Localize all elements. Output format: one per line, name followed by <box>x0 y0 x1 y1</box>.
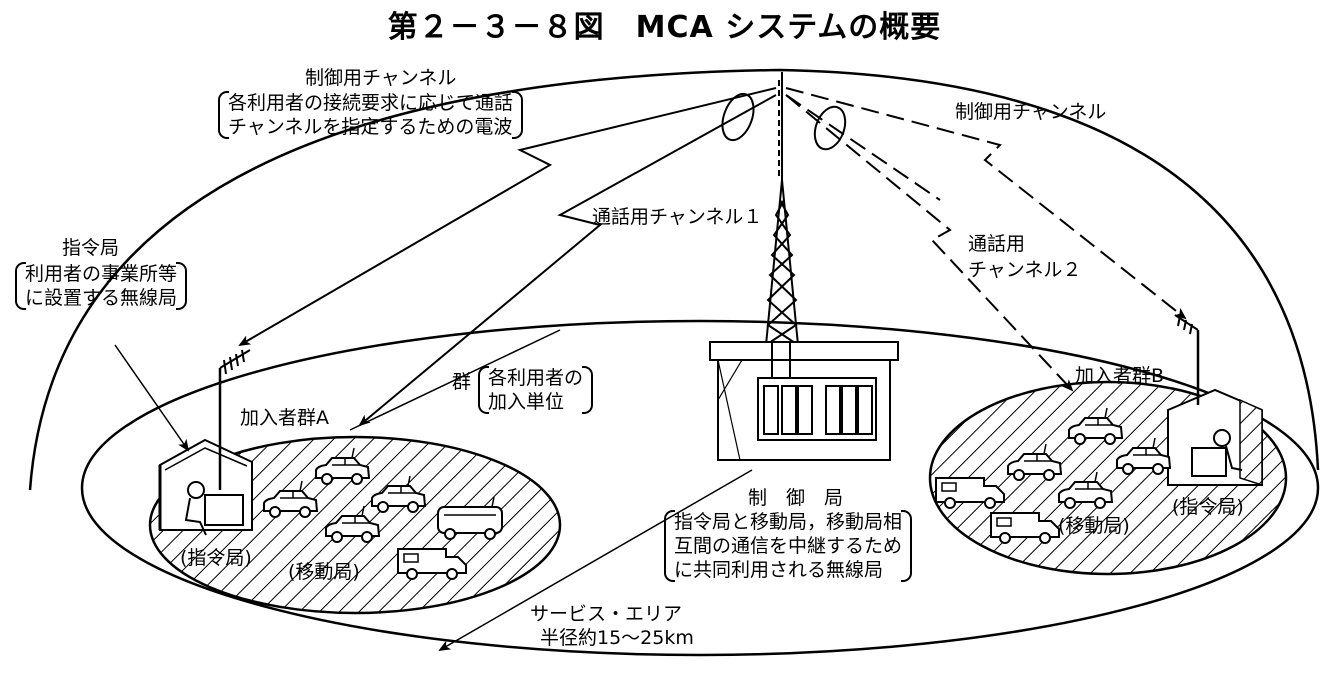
control-station-label: 制 御 局 <box>748 487 844 509</box>
control-station-desc-line3: に共同利用される無線局 <box>674 559 884 581</box>
control-station-tower <box>765 72 799 346</box>
figure-title: 第２－３－８図 MCA システムの概要 <box>387 10 942 45</box>
dispatch-antenna-b <box>1174 314 1199 335</box>
control-channel-right-label: 制御用チャンネル <box>955 101 1107 123</box>
control-station-desc-line2: 互間の通信を中継するため <box>674 535 903 557</box>
service-area-label: サービス・エリア <box>530 603 683 625</box>
dispatch-station-desc: 利用者の事業所等 に設置する無線局 <box>15 262 188 310</box>
dispatch-b-label: (指令局) <box>1172 496 1244 518</box>
dispatch-station-a-building <box>158 368 253 536</box>
call-channel-1-arrow <box>358 94 777 427</box>
mobile-a-label: (移動局) <box>288 561 360 583</box>
control-station-desc: 指令局と移動局，移動局相 互間の通信を中継するため に共同利用される無線局 <box>664 510 913 582</box>
service-area-leader-line <box>438 469 753 651</box>
mobile-b-label: (移動局) <box>1058 515 1130 537</box>
group-desc: 各利用者の 加入単位 <box>478 366 594 414</box>
service-radius-label: 半径約15～25km <box>540 627 694 649</box>
dispatch-antenna-a <box>219 349 251 375</box>
group-label: 群 <box>452 371 472 393</box>
group-leader-line <box>349 329 561 431</box>
group-desc-line1: 各利用者の <box>488 367 584 389</box>
dispatch-leader-line <box>114 344 190 452</box>
control-channel-arc <box>28 68 1320 491</box>
dispatch-a-label: (指令局) <box>180 547 252 569</box>
control-station-desc-line1: 指令局と移動局，移動局相 <box>674 511 903 533</box>
call-channel-2-arrow <box>785 94 1074 392</box>
control-channel-left-desc-line2: チャンネルを指定するための電波 <box>228 116 513 138</box>
subscriber-group-a-label: 加入者群A <box>240 407 329 429</box>
call-channel-1-label: 通話用チャンネル１ <box>592 206 763 228</box>
control-channel-left-label: 制御用チャンネル <box>305 67 457 89</box>
call-channel-2-label-1: 通話用 <box>968 233 1026 255</box>
control-channel-right-arrow <box>785 87 1187 320</box>
control-channel-left-desc-line1: 各利用者の接続要求に応じて通話 <box>228 92 514 114</box>
dispatch-station-label: 指令局 <box>62 237 120 259</box>
dispatch-station-desc-line2: に設置する無線局 <box>25 287 178 309</box>
group-desc-line2: 加入単位 <box>488 391 565 413</box>
service-area-ellipse <box>80 319 1320 657</box>
call-channel-2-label-2: チャンネル２ <box>968 259 1082 281</box>
subscriber-group-b-label: 加入者群B <box>1075 365 1165 387</box>
antenna-ring-right <box>813 105 847 151</box>
control-station-building <box>709 341 899 461</box>
control-channel-left-arrow <box>238 87 777 347</box>
dispatch-station-b-building <box>1167 330 1263 487</box>
control-channel-left-desc: 各利用者の接続要求に応じて通話 チャンネルを指定するための電波 <box>218 91 524 139</box>
dispatch-station-desc-line1: 利用者の事業所等 <box>25 263 178 285</box>
